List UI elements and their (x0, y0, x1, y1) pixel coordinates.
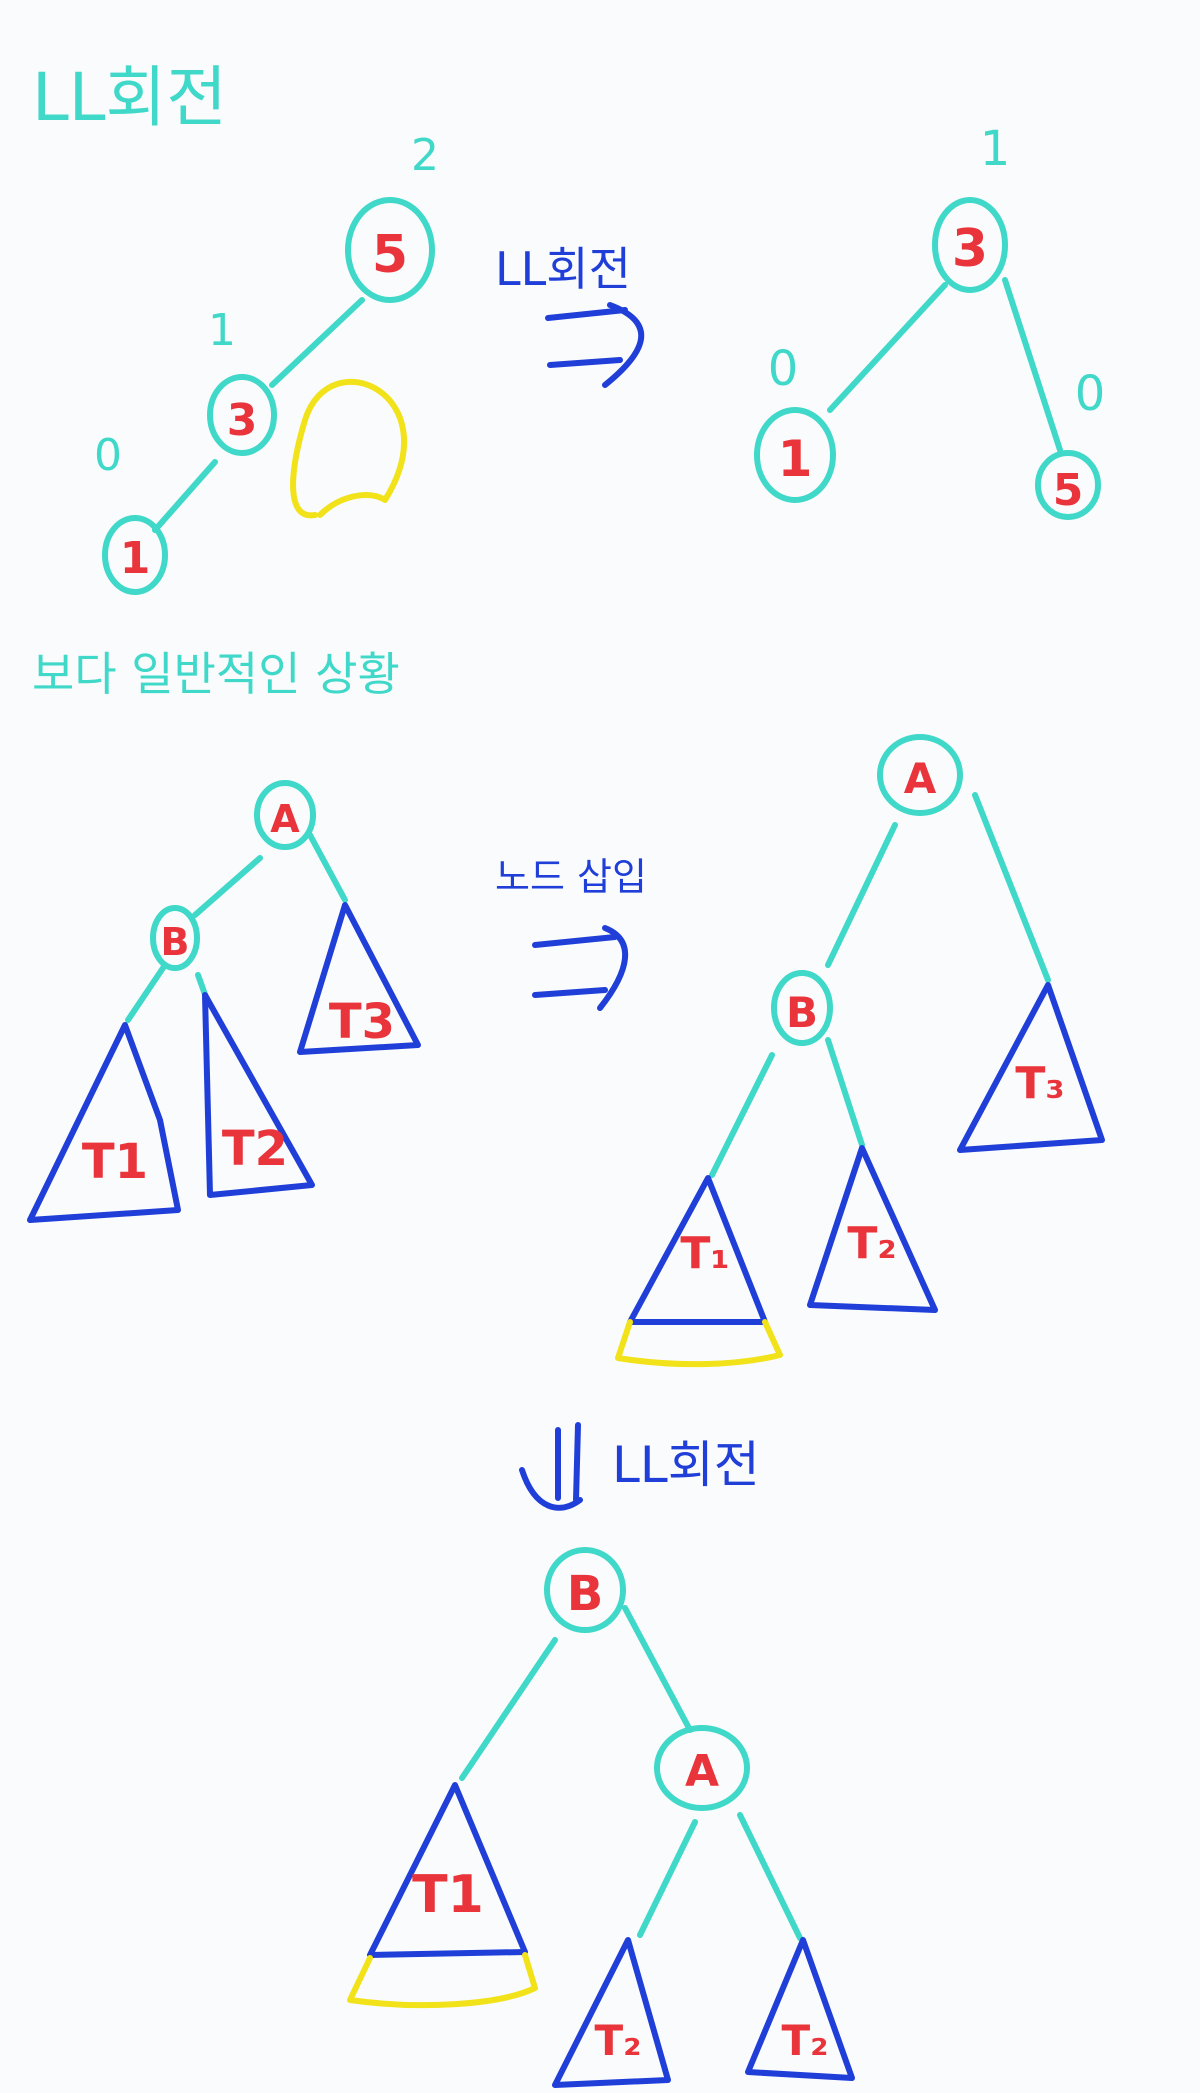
subtree-T2-ins-triangle (807, 1145, 938, 1313)
node-3-after-key: 3 (952, 219, 988, 279)
double-arrow-icon (545, 302, 645, 388)
edge-B-T1-final (459, 1637, 558, 1781)
edge-B-A-final (622, 1605, 693, 1733)
arrow-insert: 노드 삽입 (495, 855, 647, 1011)
edge-A-B (192, 855, 263, 918)
node-A-ins-circle (877, 734, 963, 816)
node-A-final-circle (654, 1725, 750, 1811)
subtree-T2b-final-triangle (745, 1937, 855, 2081)
node-B-final-label: B (567, 1566, 604, 1622)
arrow1-label: LL회전 (495, 242, 631, 296)
node-1-after-circle (754, 407, 836, 503)
node-1-after-height: 0 (768, 341, 799, 397)
node-5-after-key: 5 (1053, 465, 1084, 516)
node-A-ins-label: A (904, 754, 937, 803)
rotation-arc-icon (290, 378, 408, 519)
arrow-ll-rotation-1: LL회전 (495, 242, 645, 388)
example-tree-before: 5 3 1 2 1 0 (94, 130, 439, 595)
edge-A-B-ins (825, 822, 898, 968)
edge-A-T2-final (637, 1819, 698, 1938)
section-title: LL회전 (32, 59, 227, 136)
edge-B-T1-ins (709, 1052, 775, 1178)
node-3-after-circle (932, 197, 1008, 293)
node-1-height: 0 (94, 430, 122, 481)
node-B-ins-label: B (786, 988, 818, 1037)
node-1-after-key: 1 (778, 430, 813, 488)
subtree-T1-final-label: T1 (412, 1865, 484, 1925)
node-A-label: A (270, 797, 300, 841)
subtree-T1-ins-triangle (627, 1175, 768, 1325)
edge-A-T2b-final (737, 1812, 803, 1941)
edge-3-1-after (827, 282, 948, 413)
node-B-circle (150, 905, 200, 971)
subtree-T2-label: T2 (222, 1121, 288, 1177)
node-B-final-circle (544, 1547, 626, 1633)
node-5-circle (345, 197, 435, 303)
edge-B-T2-ins (825, 1037, 865, 1148)
edge-3-1 (152, 459, 218, 533)
node-5-after-height: 0 (1075, 366, 1106, 422)
edge-3-5-after (1002, 277, 1063, 453)
subtree-T2b-final-label: T₂ (781, 2016, 828, 2065)
general-heading: 보다 일반적인 상황 (32, 647, 400, 701)
down-arrow-icon (519, 1422, 583, 1511)
arrow3-label: LL회전 (612, 1436, 760, 1494)
node-3-height: 1 (208, 305, 236, 356)
general-tree-final: B A T1 T₂ T₂ (347, 1547, 855, 2088)
node-5-height: 2 (411, 130, 439, 181)
general-tree-inserted: A B T₁ T₂ T₃ (615, 734, 1105, 1368)
node-B-ins-circle (771, 970, 833, 1046)
subtree-T1-label: T1 (82, 1134, 148, 1190)
subtree-T1-ins-label: T₁ (680, 1228, 729, 1279)
subtree-T3-ins-label: T₃ (1015, 1058, 1064, 1109)
node-3-after-height: 1 (980, 121, 1011, 177)
inserted-level-highlight-final (347, 1952, 538, 2009)
node-5-after-circle (1035, 450, 1101, 520)
edge-B-T1 (125, 962, 168, 1023)
subtree-T1-final-triangle (367, 1782, 528, 1958)
subtree-T2-final-triangle (552, 1937, 671, 2088)
arrow2-label: 노드 삽입 (495, 855, 647, 899)
inserted-level-highlight (615, 1319, 783, 1368)
subtree-T2-triangle (202, 992, 315, 1198)
double-arrow-icon (532, 925, 629, 1011)
node-3-circle (207, 374, 277, 456)
node-1-key: 1 (120, 533, 151, 584)
subtree-T2-ins-label: T₂ (847, 1218, 896, 1269)
subtree-T3-ins-triangle (957, 982, 1105, 1153)
example-tree-after: 3 1 5 1 0 0 (754, 121, 1106, 520)
node-3-key: 3 (227, 395, 258, 446)
edge-A-T3 (307, 832, 348, 903)
node-A-circle (254, 780, 316, 850)
subtree-T3-triangle (297, 902, 421, 1055)
subtree-T1-triangle (27, 1022, 181, 1223)
subtree-T2-final-label: T₂ (594, 2016, 641, 2065)
node-5-key: 5 (372, 225, 408, 285)
node-B-label: B (161, 920, 190, 964)
subtree-T3-label: T3 (329, 994, 395, 1050)
node-A-final-label: A (685, 1746, 719, 1797)
edge-A-T3-ins (972, 792, 1051, 983)
arrow-ll-rotation-2: LL회전 (519, 1422, 760, 1511)
node-1-circle (102, 515, 168, 595)
edge-5-3 (269, 297, 365, 388)
general-tree-initial: A B T1 T2 T3 (27, 780, 421, 1223)
